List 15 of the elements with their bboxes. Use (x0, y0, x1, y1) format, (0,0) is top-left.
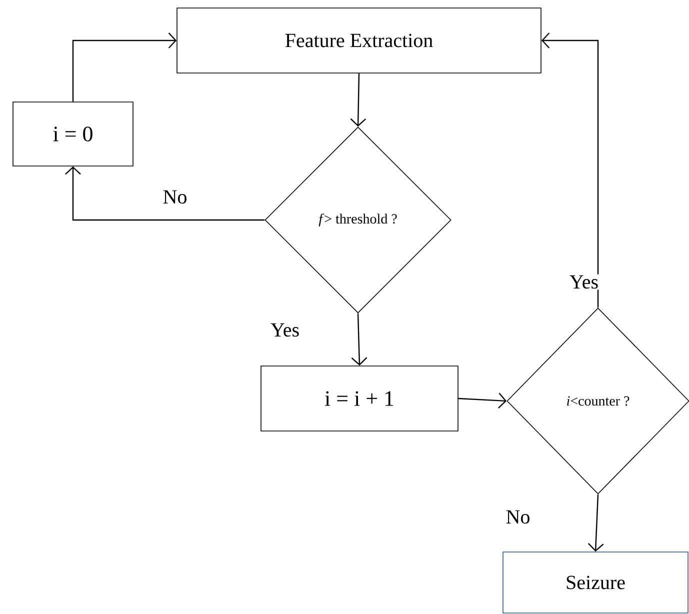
arrow (588, 494, 604, 552)
process-box: Seizure (502, 552, 688, 614)
process-box: $i = i + 1$ (260, 366, 458, 432)
process-box: Feature Extraction (176, 8, 542, 74)
edge-label: Yes (269, 322, 301, 338)
edge-label: No (162, 189, 188, 205)
arrow (351, 313, 368, 366)
arrow (350, 73, 366, 127)
arrow (458, 392, 507, 409)
edge-label: No (504, 509, 532, 525)
edge-label: Yes (568, 274, 600, 290)
arrow (72, 32, 177, 102)
arrow (65, 166, 265, 221)
process-box: $i = 0$ (12, 102, 134, 166)
arrow (541, 32, 599, 308)
